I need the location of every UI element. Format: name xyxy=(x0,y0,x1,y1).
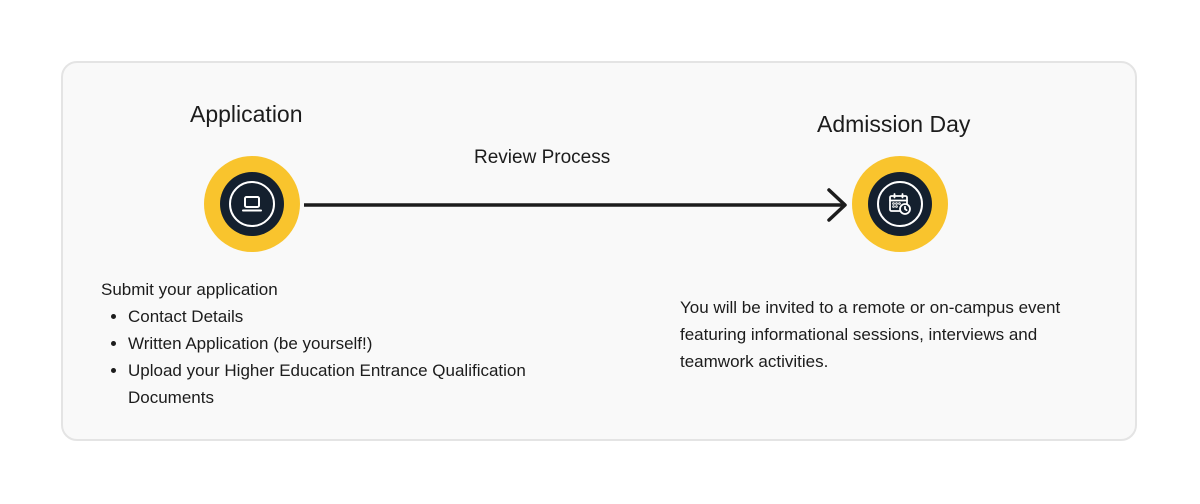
application-requirements-list: Contact Details Written Application (be … xyxy=(101,303,601,411)
list-item: Written Application (be yourself!) xyxy=(128,330,601,357)
application-title: Application xyxy=(190,101,303,127)
admission-day-description: You will be invited to a remote or on-ca… xyxy=(680,298,1061,371)
application-intro: Submit your application xyxy=(101,280,278,299)
review-process-label: Review Process xyxy=(474,147,611,168)
calendar-clock-icon xyxy=(889,193,911,215)
admission-day-title: Admission Day xyxy=(817,111,971,137)
process-card xyxy=(61,61,1137,441)
laptop-icon xyxy=(242,196,262,212)
application-badge xyxy=(204,156,300,252)
list-item: Contact Details xyxy=(128,303,601,330)
list-item: Upload your Higher Education Entrance Qu… xyxy=(128,357,601,411)
arrow-right-icon xyxy=(304,188,847,222)
application-description: Submit your application Contact Details … xyxy=(101,276,601,411)
admission-day-badge xyxy=(852,156,948,252)
